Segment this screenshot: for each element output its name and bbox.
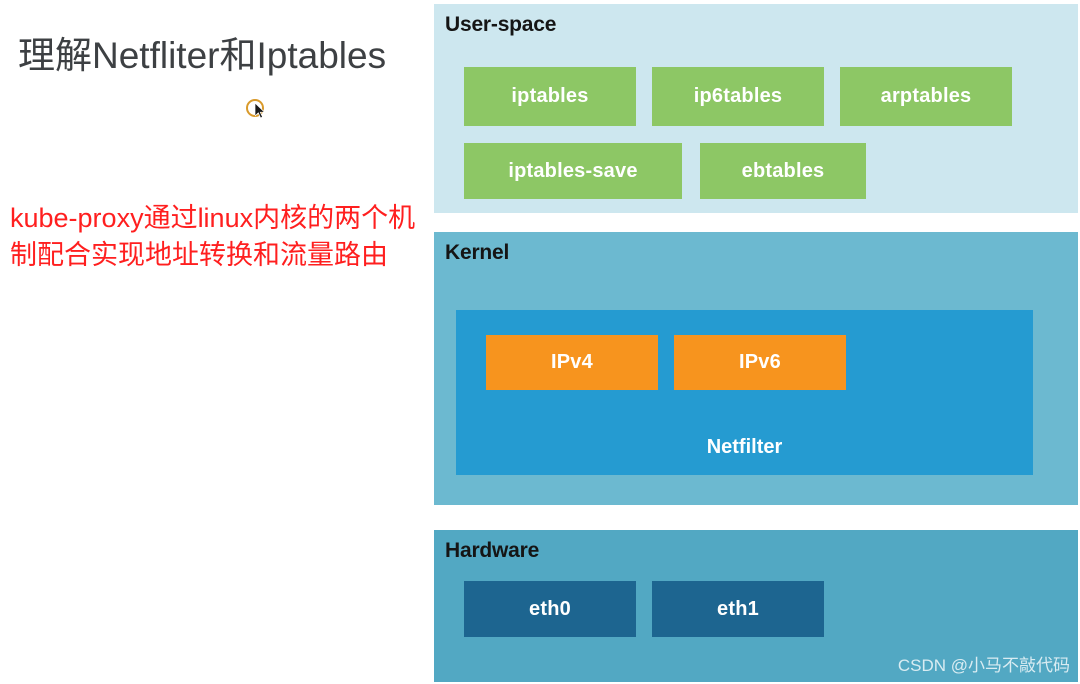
node-label: ebtables (741, 159, 825, 182)
node-arptables[interactable]: arptables (840, 67, 1012, 126)
node-label: eth0 (529, 597, 571, 620)
csdn-watermark: CSDN @小马不敲代码 (897, 656, 1070, 675)
node-label: IPv6 (739, 351, 781, 373)
layer-title-user-space: User-space (445, 13, 557, 36)
netfilter-label: Netfilter (706, 436, 783, 458)
node-ipv6[interactable]: IPv6 (674, 335, 846, 390)
layer-title-hardware: Hardware (445, 539, 540, 562)
layer-user-space: User-space iptables ip6tables arptables … (434, 4, 1078, 213)
layer-kernel: Kernel IPv4 IPv6 Netfilter (434, 232, 1078, 505)
node-ip6tables[interactable]: ip6tables (652, 67, 824, 126)
notes-pane: 理解Netfliter和Iptables kube-proxy通过linux内核… (0, 0, 430, 684)
node-label: arptables (880, 85, 972, 107)
node-eth1[interactable]: eth1 (652, 581, 824, 637)
netfilter-container: IPv4 IPv6 Netfilter (456, 310, 1033, 475)
node-ebtables[interactable]: ebtables (700, 143, 866, 199)
node-label: iptables-save (508, 159, 638, 182)
page-title: 理解Netfliter和Iptables (18, 35, 387, 76)
node-ipv4[interactable]: IPv4 (486, 335, 658, 390)
cursor-arrow-icon (255, 103, 266, 119)
node-label: eth1 (717, 597, 759, 620)
layer-hardware: Hardware eth0 eth1 CSDN @小马不敲代码 (434, 530, 1078, 682)
layer-title-kernel: Kernel (445, 241, 510, 264)
node-label: IPv4 (551, 351, 593, 373)
mouse-cursor-highlight-icon (246, 99, 272, 125)
annotation-text: kube-proxy通过linux内核的两个机制配合实现地址转换和流量路由 (10, 203, 416, 270)
netfilter-architecture-diagram: User-space iptables ip6tables arptables … (434, 0, 1080, 684)
node-label: iptables (511, 85, 589, 107)
node-eth0[interactable]: eth0 (464, 581, 636, 637)
node-iptables-save[interactable]: iptables-save (464, 143, 682, 199)
node-label: ip6tables (693, 85, 783, 107)
node-iptables[interactable]: iptables (464, 67, 636, 126)
